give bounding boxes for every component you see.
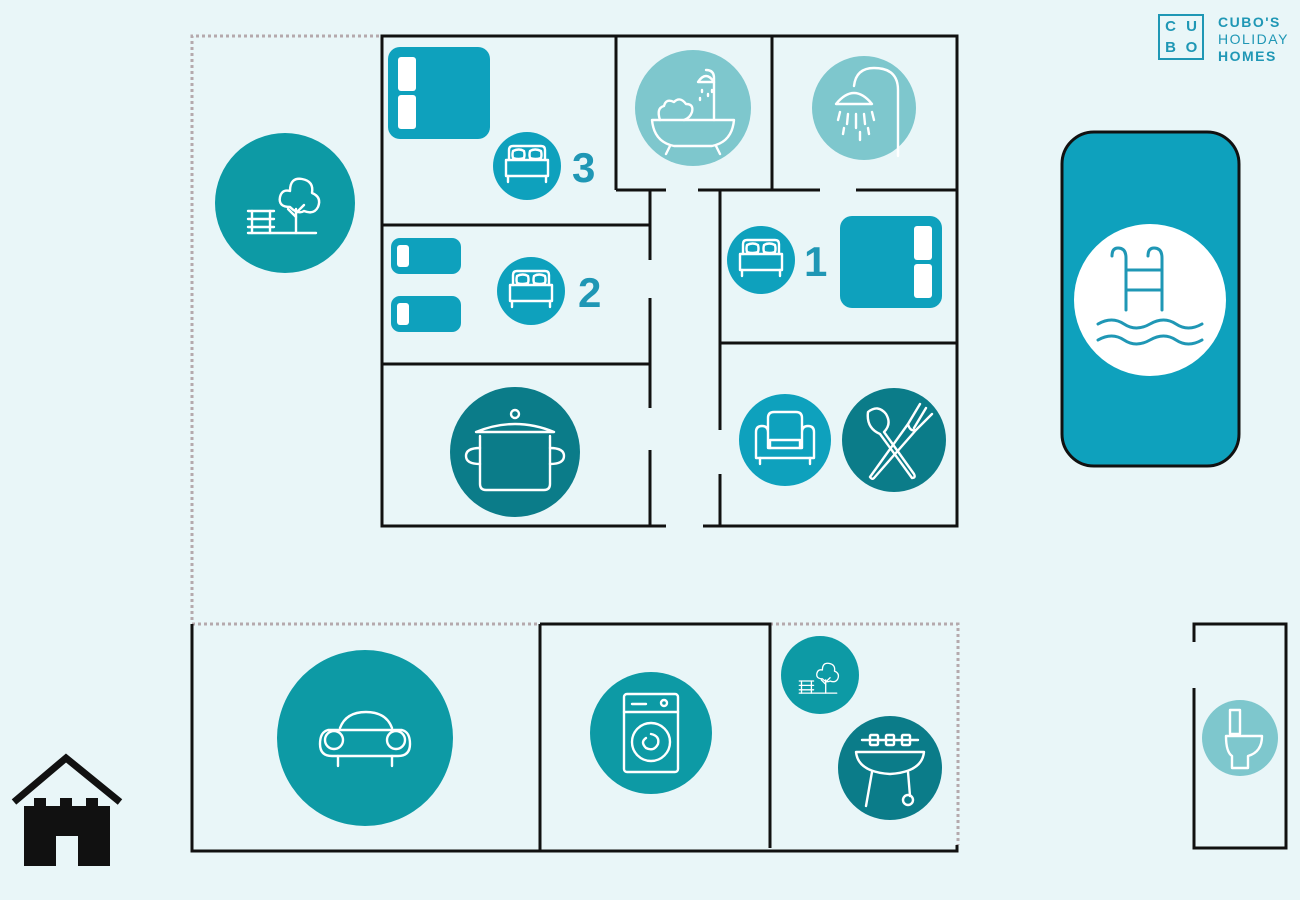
outbuilding-walls — [190, 622, 959, 853]
brand-wordmark: CUBO'S HOLIDAY HOMES — [1218, 14, 1289, 65]
brand-monogram: C U B O — [1158, 14, 1204, 60]
home-icon — [11, 753, 123, 866]
bedroom-2-single-beds — [391, 238, 461, 332]
monogram-letter: C — [1165, 18, 1176, 35]
brand-logo: C U B O CUBO'S HOLIDAY HOMES — [1158, 14, 1294, 66]
dining-cutlery-icon — [842, 388, 946, 492]
bedroom-1-bed-block — [840, 216, 942, 308]
shower-icon — [812, 56, 916, 160]
room-number-3: 3 — [572, 144, 595, 191]
monogram-letter: O — [1185, 39, 1198, 56]
double-bed-icon — [493, 132, 561, 200]
brand-line-2: HOLIDAY — [1218, 31, 1289, 47]
room-number-1: 1 — [804, 238, 827, 285]
monogram-letter: B — [1165, 39, 1176, 56]
double-bed-icon — [727, 226, 795, 294]
patio-boundary — [770, 622, 960, 845]
toilet-icon — [1202, 700, 1278, 776]
garden-icon — [215, 133, 355, 273]
brand-line-3: HOMES — [1218, 48, 1277, 64]
barbecue-icon — [838, 716, 942, 820]
washing-machine-icon — [590, 672, 712, 794]
room-number-2: 2 — [578, 269, 601, 316]
property-boundary — [190, 34, 382, 620]
bathtub-icon — [635, 50, 751, 166]
double-bed-icon — [497, 257, 565, 325]
swimming-pool — [1060, 130, 1241, 468]
monogram-letter: U — [1186, 18, 1197, 35]
bedroom-3-bed-block — [388, 47, 490, 139]
brand-line-1: CUBO'S — [1218, 14, 1281, 30]
swimming-pool-icon — [1096, 246, 1204, 346]
car-icon — [277, 650, 453, 826]
kitchen-pot-icon — [450, 387, 580, 517]
wc-hut-walls — [1192, 622, 1288, 850]
armchair-icon — [739, 394, 831, 486]
garden-icon — [781, 636, 859, 714]
